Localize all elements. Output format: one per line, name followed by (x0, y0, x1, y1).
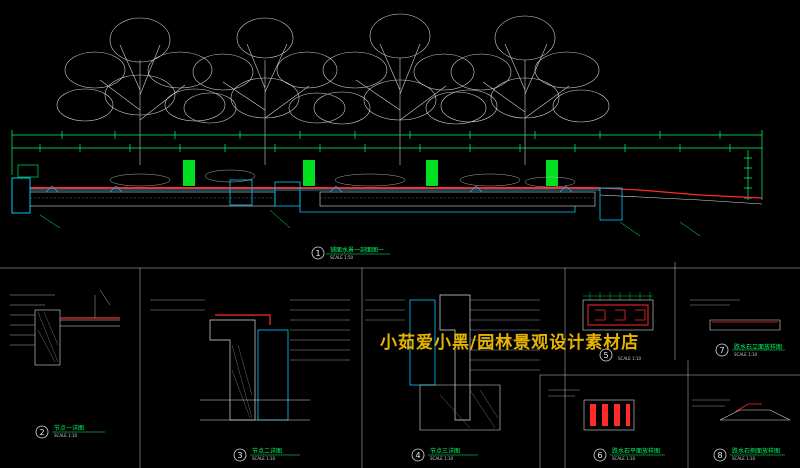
detail-number: 5 (603, 351, 608, 360)
detail-number: 4 (415, 451, 420, 460)
tree-2 (183, 17, 346, 165)
drawing-title: 铺面水景一剖面图一 (330, 246, 384, 254)
drawing-number: 1 (315, 249, 320, 258)
tree-3 (313, 13, 487, 165)
sheet-divider-lines (0, 262, 800, 468)
detail-number: 6 (597, 451, 602, 460)
detail-scale: SCALE 1:10 (430, 456, 454, 461)
main-elevation-title-block: 1 铺面水景一剖面图一 SCALE 1:50 (311, 246, 390, 260)
detail-scale: SCALE 1:10 (618, 356, 642, 361)
elevation-section-body (11, 160, 763, 237)
detail-7-drawing: 7 跌水石立面放样图 SCALE 1:10 (690, 299, 785, 357)
detail-number: 3 (237, 451, 242, 460)
detail-number: 2 (39, 428, 44, 437)
tree-silhouettes (56, 13, 610, 165)
detail-title: 节点二详图 (252, 447, 282, 455)
detail-title: 跌水石立面放样图 (734, 343, 782, 351)
detail-scale: SCALE 1:10 (54, 433, 78, 438)
detail-scale: SCALE 1:10 (732, 456, 756, 461)
detail-scale: SCALE 1:10 (612, 456, 636, 461)
tree-4 (440, 15, 610, 165)
drawing-scale: SCALE 1:50 (330, 255, 354, 260)
tree-1 (56, 17, 226, 165)
detail-title: 跌水石侧面放样图 (732, 447, 780, 455)
detail-title: 节点一详图 (54, 424, 84, 432)
watermark-text: 小茹爱小黑/园林景观设计素材店 (380, 333, 640, 353)
detail-5-drawing: 5 SCALE 1:10 (582, 292, 654, 362)
detail-number: 8 (717, 451, 722, 460)
detail-scale: SCALE 1:10 (734, 352, 758, 357)
detail-number: 7 (719, 346, 724, 355)
elevation-dimension-lines (11, 130, 763, 200)
detail-title: 跌水石平面放样图 (612, 447, 660, 455)
detail-6-drawing: 6 跌水石平面放样图 SCALE 1:10 (548, 389, 665, 462)
detail-2-drawing: 2 节点一详图 SCALE 1:10 (10, 289, 120, 439)
detail-scale: SCALE 1:10 (252, 456, 276, 461)
detail-4-drawing: 4 节点三详图 SCALE 1:10 (365, 294, 540, 462)
detail-8-drawing: 8 跌水石侧面放样图 SCALE 1:10 (692, 399, 791, 462)
detail-3-drawing: 3 节点二详图 SCALE 1:10 (150, 299, 350, 462)
detail-title: 节点三详图 (430, 447, 460, 455)
